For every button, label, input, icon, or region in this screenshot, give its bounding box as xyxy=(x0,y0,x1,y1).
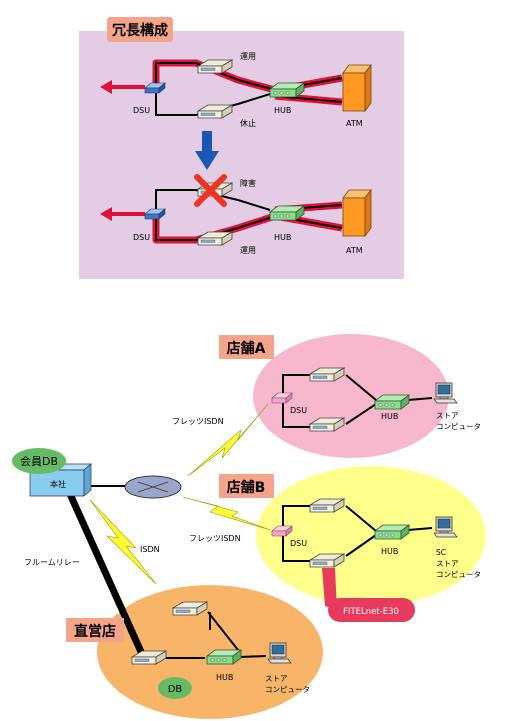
direct-store-network: HUB ストア コンピュータ xyxy=(131,601,310,694)
store-b-area xyxy=(256,466,486,606)
wan-cloud xyxy=(124,475,182,499)
direct-store-title: 直営店 xyxy=(74,623,116,640)
direct-store-pc-label-1: ストア xyxy=(265,674,288,683)
isdn-label: ISDN xyxy=(140,545,160,554)
direct-store-area xyxy=(97,585,323,719)
redundancy-title: 冗長構成 xyxy=(112,22,168,39)
store-b-title: 店舗B xyxy=(227,479,266,496)
frame-relay-line xyxy=(66,490,146,658)
atm-label: ATM xyxy=(346,246,363,255)
store-b-network: DSU HUB SC ストア コンピュータ xyxy=(271,498,481,579)
state-normal: DSU 運用 休止 HUB ATM xyxy=(100,52,372,128)
standby-label: 休止 xyxy=(240,118,256,128)
store-a-hub-label: HUB xyxy=(381,412,398,421)
store-a-pc-label-2: コンピュータ xyxy=(436,422,481,431)
atm-label: ATM xyxy=(346,119,363,128)
direct-store-title-box xyxy=(66,618,124,642)
dsu-label: DSU xyxy=(133,233,150,242)
store-b-title-box xyxy=(219,474,274,498)
failure-x-icon xyxy=(194,174,227,207)
failure-label: 障害 xyxy=(240,178,256,188)
store-a-title: 店舗A xyxy=(227,340,266,357)
fitelnet-label: FITELnet-E30 xyxy=(343,607,399,617)
store-b-pc-label-2: コンピュータ xyxy=(436,570,481,579)
store-b-pc-label-1: ストア xyxy=(436,559,459,568)
member-db-label: 会員DB xyxy=(20,455,58,468)
direct-store-hub-label: HUB xyxy=(216,673,233,682)
store-a-pc-label-1: ストア xyxy=(436,411,459,420)
isdn-link-b-bolt xyxy=(182,496,271,531)
direct-db-label: DB xyxy=(168,684,183,695)
state-failover: 障害 DSU 運用 HUB ATM xyxy=(100,174,372,255)
store-b-pc-label-0: SC xyxy=(436,548,446,557)
store-b-dsu-label: DSU xyxy=(290,539,307,548)
store-a-network: DSU HUB ストア コンピュータ xyxy=(271,367,481,432)
dsu-label: DSU xyxy=(133,106,150,115)
store-b-hub-label: HUB xyxy=(381,547,398,556)
store-b-link-label: フレッツISDN xyxy=(189,534,241,543)
frame-relay-label: フルームリレー xyxy=(24,558,80,567)
fitelnet-callout: FITELnet-E30 xyxy=(322,568,415,622)
active-label: 運用 xyxy=(240,246,256,255)
store-a-link-label: フレッツISDN xyxy=(172,417,224,426)
store-a-title-box xyxy=(219,335,274,359)
isdn-link-a-bolt xyxy=(187,403,269,477)
hub-label: HUB xyxy=(274,233,291,242)
switchover-arrow xyxy=(195,131,219,170)
hub-label: HUB xyxy=(274,106,291,115)
direct-db-badge: DB xyxy=(158,677,192,699)
direct-store-pc-label-2: コンピュータ xyxy=(265,685,310,694)
store-a-dsu-label: DSU xyxy=(290,406,307,415)
active-label: 運用 xyxy=(240,52,256,61)
member-db-badge: 会員DB xyxy=(12,448,66,474)
hq-label: 本社 xyxy=(50,479,66,489)
redundancy-title-box xyxy=(107,17,173,42)
isdn-link-direct-bolt xyxy=(89,499,157,585)
